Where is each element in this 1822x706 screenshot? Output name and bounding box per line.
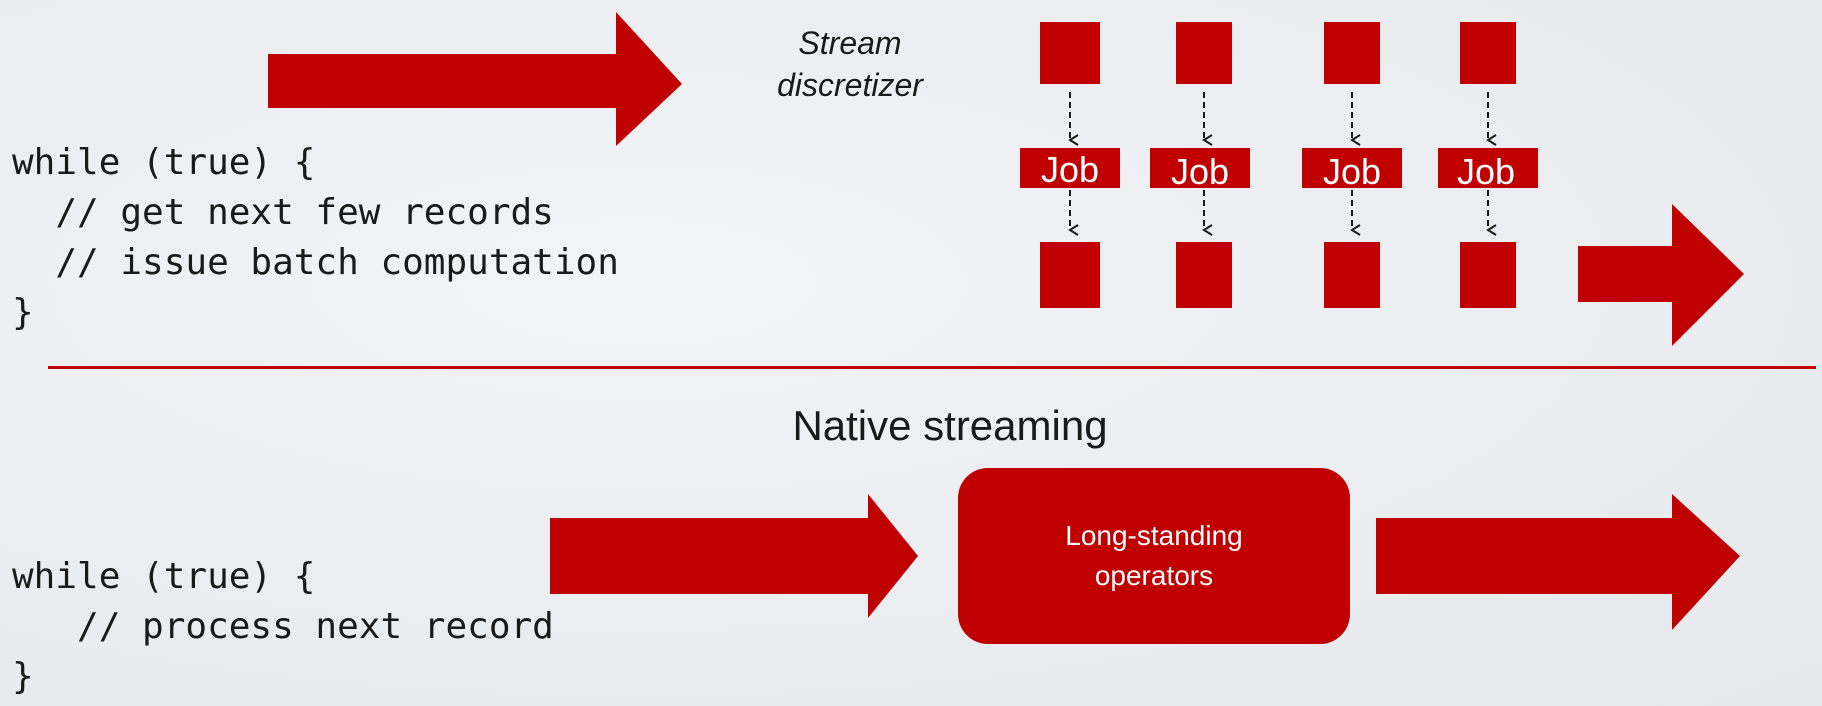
code-line: // process next record (12, 606, 554, 647)
code-line: while (true) { (12, 556, 316, 597)
code-line: while (true) { (12, 142, 316, 183)
code-line: } (12, 656, 34, 697)
code-line: } (12, 292, 34, 333)
job-label: Job (1171, 151, 1229, 192)
job-label: Job (1323, 151, 1381, 192)
job-box (1438, 148, 1538, 188)
batch-column (1150, 22, 1250, 308)
job-label: Job (1041, 149, 1099, 190)
discretizer-label-line: Stream (798, 25, 902, 61)
output-batch-block (1176, 242, 1232, 308)
code-line: // issue batch computation (12, 242, 619, 283)
section-divider (48, 366, 1816, 369)
operator-label-line: Long-standing (1065, 520, 1243, 551)
input-batch-block (1460, 22, 1516, 84)
discretizer-label-line: discretizer (777, 67, 923, 103)
output-batch-block (1324, 242, 1380, 308)
stream-discretizer-label: Stream discretizer (735, 22, 965, 106)
job-label: Job (1457, 151, 1515, 192)
input-batch-block (1040, 22, 1100, 84)
batch-column (1302, 22, 1402, 308)
job-box (1302, 148, 1402, 188)
input-batch-block (1324, 22, 1380, 84)
output-batch-block (1460, 242, 1516, 308)
input-stream-arrow (268, 12, 682, 146)
input-batch-block (1176, 22, 1232, 84)
job-box (1020, 148, 1120, 188)
output-batch-block (1040, 242, 1100, 308)
output-stream-arrow (1578, 204, 1744, 346)
job-box (1150, 148, 1250, 188)
native-streaming-title: Native streaming (792, 402, 1108, 449)
native-streaming-code-snippet: while (true) { // process next record} (12, 552, 554, 702)
long-standing-operators-box: Long-standing operators (958, 468, 1350, 644)
native-input-arrow (550, 494, 918, 618)
operator-label-line: operators (1094, 560, 1214, 591)
native-output-arrow (1376, 494, 1740, 630)
batch-column (1438, 22, 1538, 308)
micro-batch-code-snippet: while (true) { // get next few records /… (12, 138, 619, 338)
code-line: // get next few records (12, 192, 554, 233)
batch-column (1020, 22, 1120, 308)
